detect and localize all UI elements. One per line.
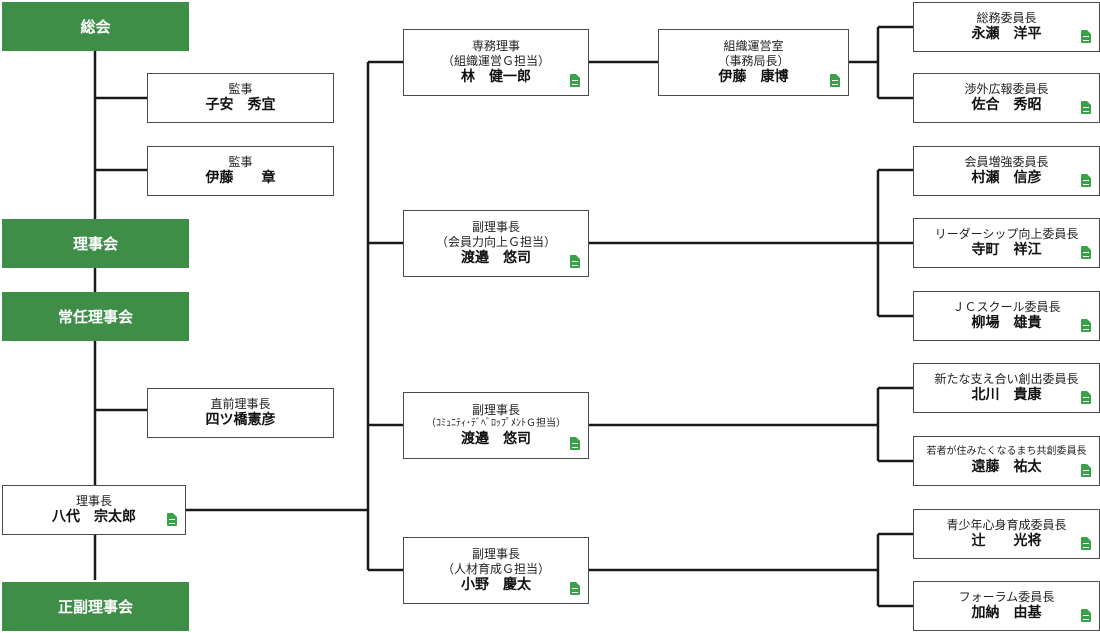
- rijikai-box[interactable]: 理事会: [2, 219, 189, 268]
- sokai-box[interactable]: 総会: [2, 2, 189, 51]
- role-label: 総務委員長: [976, 10, 1037, 25]
- role-label: 若者が住みたくなるまち共創委員長: [926, 446, 1087, 457]
- role-label: 新たな支え合い創出委員長: [934, 371, 1079, 386]
- role-label: 副理事長: [471, 219, 520, 234]
- executive-box: 副理事長 （ｺﾐｭﾆﾃｨ･ﾃﾞﾍﾞﾛｯﾌﾟﾒﾝﾄＧ担当） 渡邉 悠司: [403, 392, 589, 459]
- role-label: 副理事長: [471, 403, 520, 417]
- role-label: 監事: [228, 81, 253, 96]
- person-name: 伊藤 章: [205, 169, 276, 186]
- president-box: 理事長 八代 宗太郎: [2, 485, 186, 535]
- executive-box: 専務理事 （組織運営Ｇ担当） 林 健一郎: [403, 29, 589, 96]
- joninrijikai-box[interactable]: 常任理事会: [2, 292, 189, 341]
- former-president-box: 直前理事長 四ツ橋憲彦: [147, 388, 334, 438]
- person-name: 伊藤 康博: [718, 68, 789, 85]
- person-name: 北川 貴康: [971, 386, 1042, 403]
- document-icon[interactable]: [1081, 319, 1091, 332]
- person-name: 村瀬 信彦: [971, 169, 1042, 186]
- document-icon[interactable]: [570, 582, 580, 595]
- executive-box: 副理事長 （人材育成Ｇ担当） 小野 慶太: [403, 537, 589, 604]
- role-label: 専務理事: [471, 38, 520, 53]
- person-name: 八代 宗太郎: [52, 508, 136, 525]
- person-name: 寺町 祥江: [971, 241, 1042, 258]
- group-label: （ｺﾐｭﾆﾃｨ･ﾃﾞﾍﾞﾛｯﾌﾟﾒﾝﾄＧ担当）: [426, 418, 566, 429]
- role-label: 監事: [228, 154, 253, 169]
- person-name: 林 健一郎: [461, 68, 531, 85]
- role-label: 渉外広報委員長: [964, 81, 1049, 96]
- committee-box: 若者が住みたくなるまち共創委員長 遠藤 祐太: [913, 436, 1100, 486]
- role-label: 理事長: [75, 493, 112, 508]
- document-icon[interactable]: [830, 74, 840, 87]
- person-name: 渡邉 悠司: [461, 249, 531, 266]
- person-name: 渡邉 悠司: [461, 430, 531, 447]
- committee-box: ＪＣスクール委員長 柳場 雄貴: [913, 291, 1100, 341]
- document-icon[interactable]: [1081, 246, 1091, 259]
- committee-box: 青少年心身育成委員長 辻 光将: [913, 509, 1100, 559]
- group-label: （会員力向上Ｇ担当）: [435, 234, 556, 249]
- document-icon[interactable]: [1081, 391, 1091, 404]
- person-name: 柳場 雄貴: [971, 314, 1042, 331]
- role-label: 直前理事長: [210, 396, 271, 411]
- role-label: ＪＣスクール委員長: [952, 299, 1061, 314]
- document-icon[interactable]: [1081, 30, 1091, 43]
- role-label: 青少年心身育成委員長: [946, 517, 1067, 532]
- document-icon[interactable]: [570, 255, 580, 268]
- committee-box: 渉外広報委員長 佐合 秀昭: [913, 73, 1100, 123]
- person-name: 辻 光将: [971, 532, 1042, 549]
- person-name: 永瀬 洋平: [971, 25, 1042, 42]
- executive-box: 副理事長 （会員力向上Ｇ担当） 渡邉 悠司: [403, 210, 589, 277]
- auditor-box: 監事 子安 秀宜: [147, 73, 334, 123]
- person-name: 加納 由基: [971, 604, 1042, 621]
- role-label: 会員増強委員長: [964, 154, 1049, 169]
- document-icon[interactable]: [570, 437, 580, 450]
- committee-box: 新たな支え合い創出委員長 北川 貴康: [913, 363, 1100, 413]
- document-icon[interactable]: [1081, 537, 1091, 550]
- document-icon[interactable]: [1081, 174, 1091, 187]
- committee-box: 会員増強委員長 村瀬 信彦: [913, 146, 1100, 196]
- committee-box: リーダーシップ向上委員長 寺町 祥江: [913, 218, 1100, 268]
- document-icon[interactable]: [167, 513, 177, 526]
- role-label: フォーラム委員長: [958, 589, 1055, 604]
- role-label: 組織運営室: [723, 38, 784, 53]
- person-name: 子安 秀宜: [205, 96, 276, 113]
- document-icon[interactable]: [1081, 609, 1091, 622]
- group-label: （人材育成Ｇ担当）: [441, 561, 550, 576]
- secretariat-box: 組織運営室 （事務局長） 伊藤 康博: [658, 29, 849, 96]
- role-label: 副理事長: [471, 546, 520, 561]
- person-name: 遠藤 祐太: [971, 458, 1042, 475]
- person-name: 佐合 秀昭: [971, 96, 1042, 113]
- document-icon[interactable]: [570, 74, 580, 87]
- person-name: 四ツ橋憲彦: [205, 411, 276, 428]
- committee-box: 総務委員長 永瀬 洋平: [913, 2, 1100, 52]
- seifukurijikai-box[interactable]: 正副理事会: [2, 582, 189, 631]
- person-name: 小野 慶太: [461, 576, 531, 593]
- document-icon[interactable]: [1081, 464, 1091, 477]
- group-label: （事務局長）: [717, 53, 790, 68]
- group-label: （組織運営Ｇ担当）: [441, 53, 550, 68]
- auditor-box: 監事 伊藤 章: [147, 146, 334, 196]
- role-label: リーダーシップ向上委員長: [934, 226, 1079, 241]
- document-icon[interactable]: [1081, 101, 1091, 114]
- committee-box: フォーラム委員長 加納 由基: [913, 581, 1100, 631]
